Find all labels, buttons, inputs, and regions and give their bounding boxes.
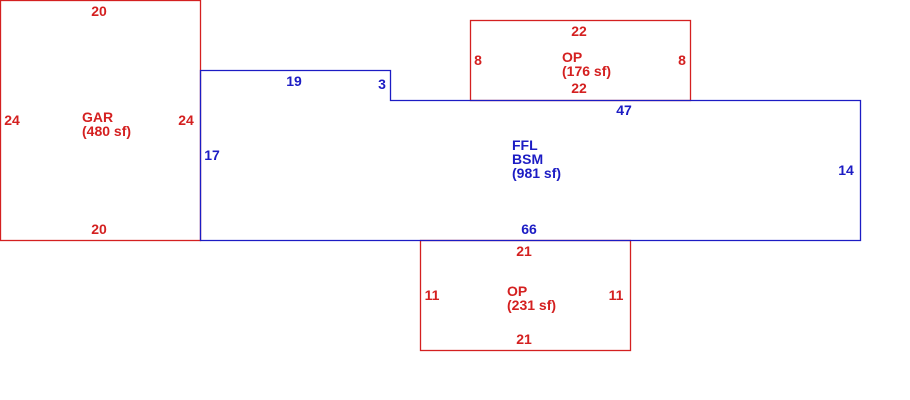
garage-name: GAR — [82, 109, 113, 125]
porch-bottom-dim-right: 11 — [609, 287, 624, 303]
porch-top-dim-bottom: 22 — [571, 80, 587, 96]
porch-bottom-dim-top: 21 — [516, 243, 532, 259]
garage-dim-left: 24 — [4, 112, 20, 128]
porch-bottom-dim-bottom: 21 — [516, 331, 532, 347]
garage-dim-right: 24 — [178, 112, 194, 128]
porch-bottom-name: OP — [507, 283, 527, 299]
main-area-outline — [199, 69, 862, 242]
porch-top-dim-left: 8 — [474, 52, 482, 68]
main-dim-step: 3 — [378, 76, 386, 92]
main-area-line1: FFL — [512, 137, 538, 153]
garage-area: (480 sf) — [82, 123, 131, 139]
porch-top-area: (176 sf) — [562, 63, 611, 79]
main-dim-top-right: 47 — [616, 102, 632, 118]
main-dim-bottom: 66 — [521, 221, 537, 237]
porch-bottom-dim-left: 11 — [425, 287, 440, 303]
main-dim-left: 17 — [204, 147, 220, 163]
main-dim-top-left: 19 — [286, 73, 302, 89]
porch-bottom-area: (231 sf) — [507, 297, 556, 313]
porch-top-name: OP — [562, 49, 582, 65]
main-area-size: (981 sf) — [512, 165, 561, 181]
porch-top-dim-right: 8 — [678, 52, 686, 68]
porch-top-dim-top: 22 — [571, 23, 587, 39]
garage-dim-top: 20 — [91, 3, 107, 19]
main-area-line2: BSM — [512, 151, 543, 167]
main-dim-right: 14 — [838, 162, 854, 178]
garage-dim-bottom: 20 — [91, 221, 107, 237]
